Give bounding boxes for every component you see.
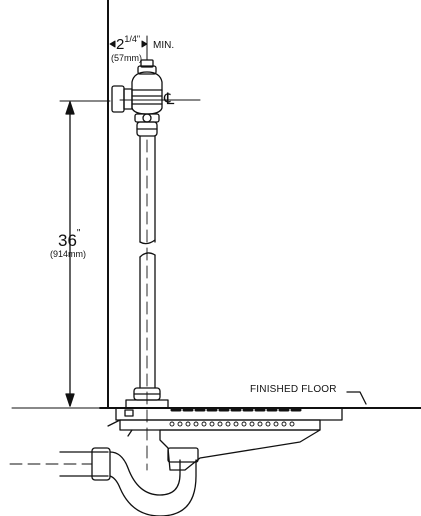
width-dimension-metric: (57mm) (111, 53, 142, 63)
width-dimension-inch-mark: " (136, 34, 141, 44)
finished-floor-label: FINISHED FLOOR (250, 384, 337, 395)
height-dimension-inch-mark: " (76, 228, 81, 239)
flush-tube-upper (140, 136, 155, 244)
p-trap-drain (10, 448, 198, 516)
centerline-symbol: ℄ (164, 91, 175, 108)
width-dimension-line (110, 36, 147, 60)
fixture-base (116, 408, 342, 470)
rinse-holes (170, 422, 294, 426)
width-dimension-value: 2 (116, 36, 125, 53)
height-dimension-label: 36" (58, 229, 80, 250)
width-dimension-qualifier: MIN. (153, 40, 175, 51)
height-dimension-metric: (914mm) (50, 249, 87, 259)
height-dimension-line (12, 101, 110, 408)
height-dimension-value: 36 (58, 231, 77, 250)
outlet-bracket (108, 410, 133, 436)
width-dimension-fraction: 1/4 (124, 34, 137, 44)
width-dimension-label: 21/4" (116, 34, 141, 53)
flush-tube-lower (140, 253, 155, 388)
floor-label-leader (347, 392, 366, 404)
flush-valve-body (112, 60, 162, 136)
